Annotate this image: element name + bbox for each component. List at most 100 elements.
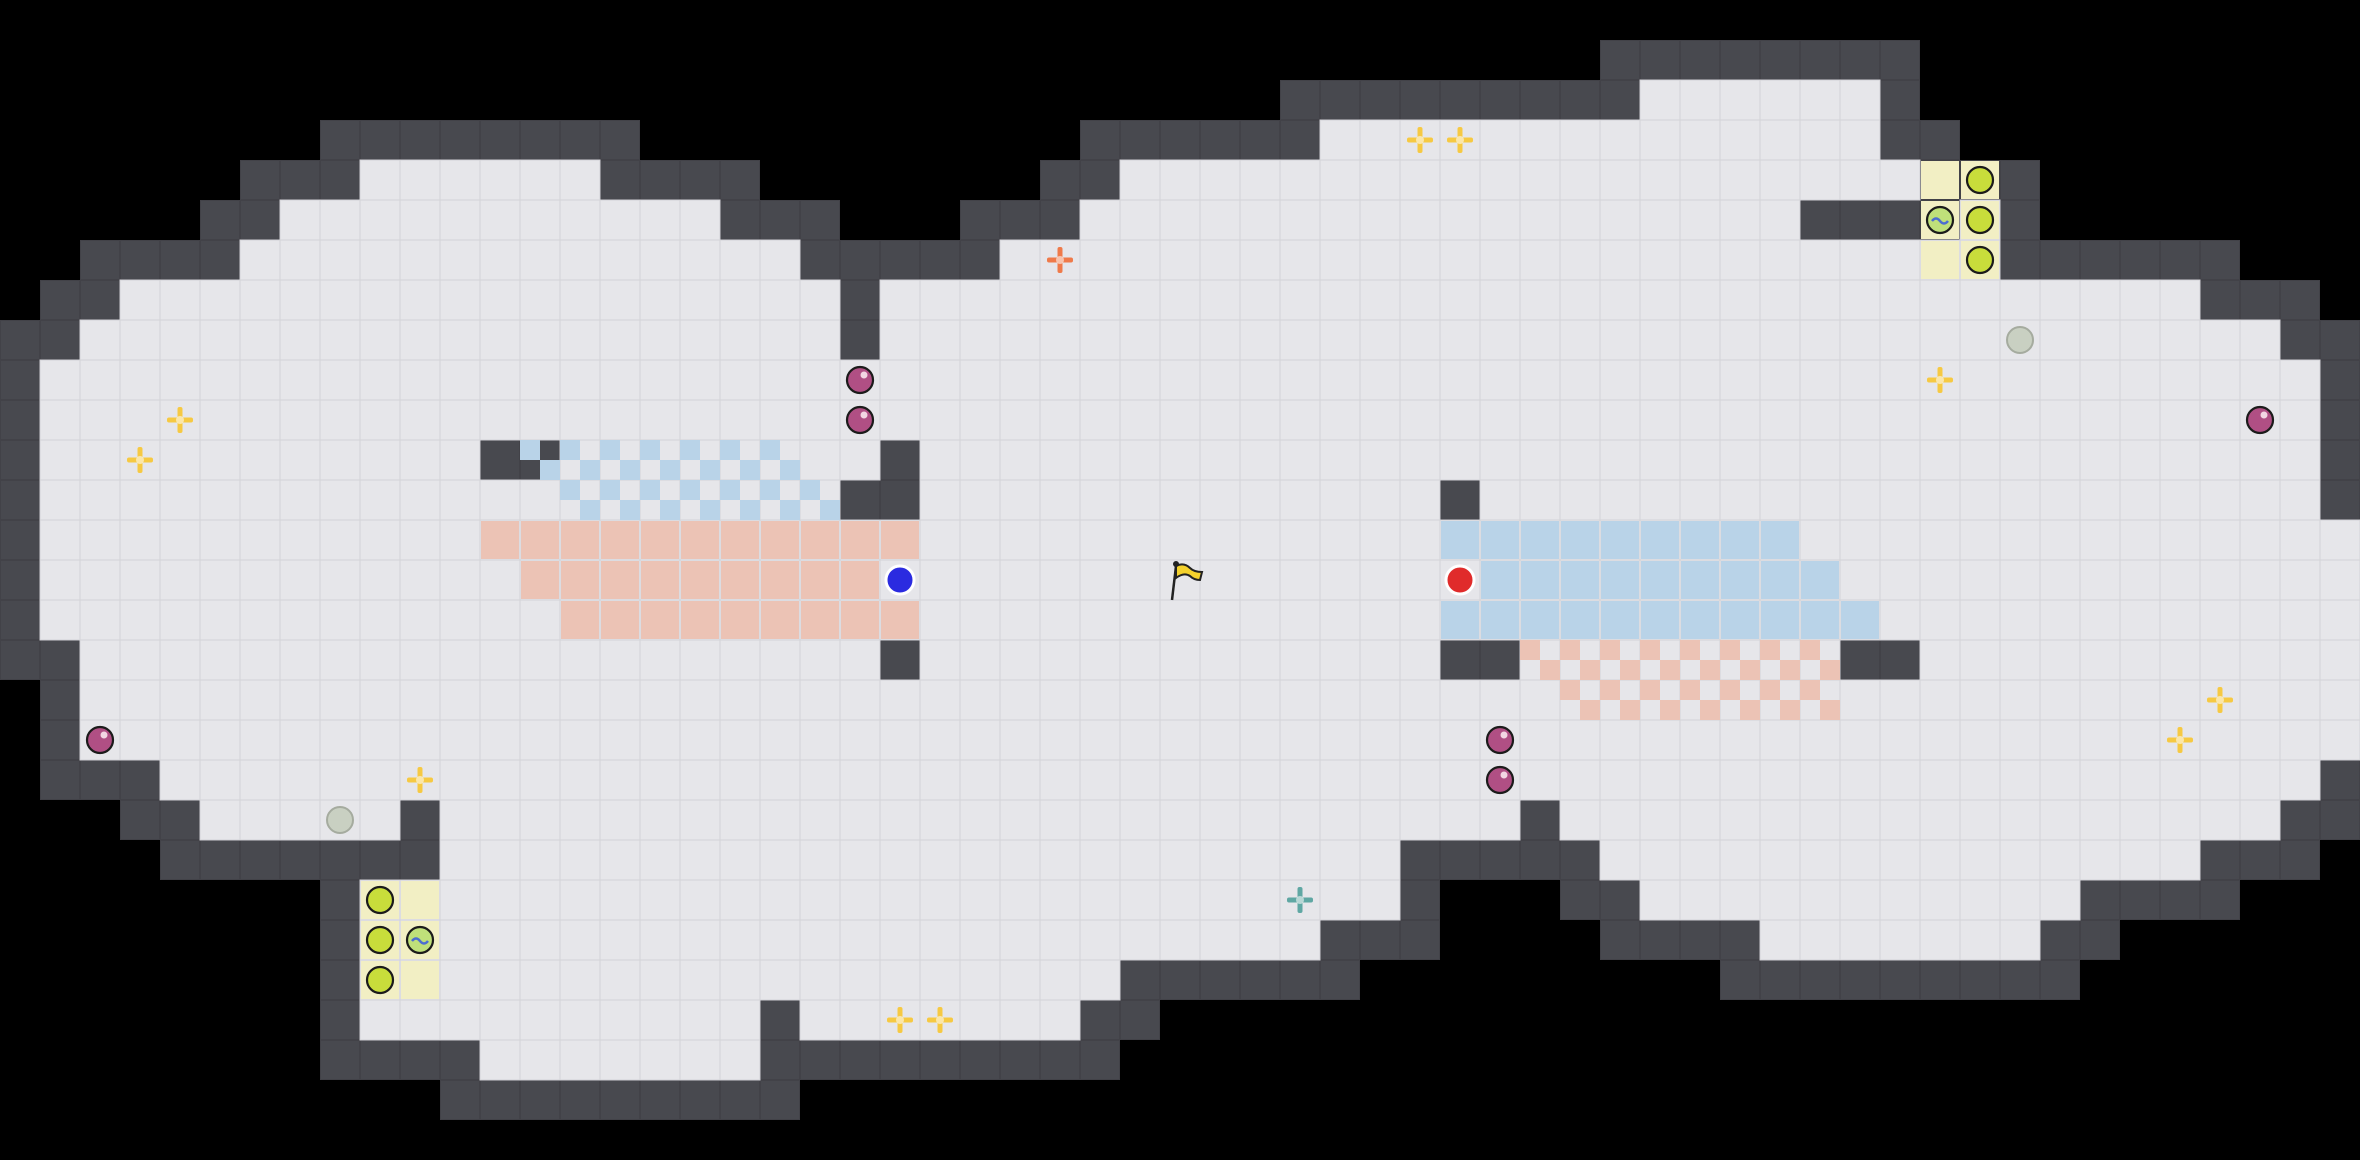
blue-base-tile[interactable] <box>401 881 439 919</box>
floor-tile[interactable] <box>119 559 161 601</box>
blue-base-orb-icon[interactable] <box>365 925 395 955</box>
floor-tile[interactable] <box>1679 799 1721 841</box>
floor-tile[interactable] <box>1759 199 1801 241</box>
floor-tile[interactable] <box>1959 679 2001 721</box>
red-territory-tile[interactable] <box>1681 561 1719 599</box>
floor-tile[interactable] <box>1639 399 1681 441</box>
floor-tile[interactable] <box>999 679 1041 721</box>
floor-tile[interactable] <box>639 919 681 961</box>
red-territory-tile[interactable] <box>1841 601 1879 639</box>
floor-tile[interactable] <box>2159 279 2201 321</box>
floor-tile[interactable] <box>2039 679 2081 721</box>
floor-tile[interactable] <box>799 439 841 481</box>
floor-tile[interactable] <box>639 399 681 441</box>
floor-tile[interactable] <box>679 999 721 1041</box>
floor-tile[interactable] <box>599 879 641 921</box>
floor-tile[interactable] <box>1159 319 1201 361</box>
floor-tile[interactable] <box>1599 159 1641 201</box>
floor-tile[interactable] <box>1079 199 1121 241</box>
floor-tile[interactable] <box>1879 479 1921 521</box>
floor-tile[interactable] <box>1079 799 1121 841</box>
floor-tile[interactable] <box>2319 559 2360 601</box>
floor-tile[interactable] <box>239 759 281 801</box>
red-territory-tile[interactable] <box>1801 601 1839 639</box>
floor-tile[interactable] <box>359 279 401 321</box>
floor-tile[interactable] <box>1199 599 1241 641</box>
floor-tile[interactable] <box>2239 639 2281 681</box>
floor-tile[interactable] <box>1119 279 1161 321</box>
floor-tile[interactable] <box>1119 519 1161 561</box>
floor-tile[interactable] <box>159 679 201 721</box>
floor-tile[interactable] <box>359 479 401 521</box>
floor-tile[interactable] <box>79 679 121 721</box>
floor-tile[interactable] <box>2119 399 2161 441</box>
floor-tile[interactable] <box>1199 879 1241 921</box>
floor-tile[interactable] <box>2159 439 2201 481</box>
floor-tile[interactable] <box>839 439 881 481</box>
floor-tile[interactable] <box>1399 759 1441 801</box>
red-territory-tile[interactable] <box>1641 601 1679 639</box>
floor-tile[interactable] <box>999 839 1041 881</box>
floor-tile[interactable] <box>1319 119 1361 161</box>
floor-tile[interactable] <box>1079 679 1121 721</box>
floor-tile[interactable] <box>1919 879 1961 921</box>
floor-tile[interactable] <box>559 919 601 961</box>
floor-tile[interactable] <box>919 719 961 761</box>
grey-orb-icon[interactable] <box>2006 326 2034 354</box>
floor-tile[interactable] <box>1439 359 1481 401</box>
floor-tile[interactable] <box>1999 479 2041 521</box>
floor-tile[interactable] <box>1319 599 1361 641</box>
floor-tile[interactable] <box>2239 519 2281 561</box>
floor-tile[interactable] <box>1639 479 1681 521</box>
floor-tile[interactable] <box>799 679 841 721</box>
floor-tile[interactable] <box>679 839 721 881</box>
floor-tile[interactable] <box>1879 919 1921 961</box>
floor-tile[interactable] <box>1919 679 1961 721</box>
floor-tile[interactable] <box>959 759 1001 801</box>
floor-tile[interactable] <box>1079 719 1121 761</box>
floor-tile[interactable] <box>1319 799 1361 841</box>
floor-tile[interactable] <box>159 519 201 561</box>
floor-tile[interactable] <box>919 479 961 521</box>
floor-tile[interactable] <box>1359 679 1401 721</box>
red-territory-tile[interactable] <box>1641 561 1679 599</box>
floor-tile[interactable] <box>1559 319 1601 361</box>
floor-tile[interactable] <box>479 599 521 641</box>
floor-tile[interactable] <box>999 599 1041 641</box>
floor-tile[interactable] <box>719 759 761 801</box>
floor-tile[interactable] <box>279 759 321 801</box>
floor-tile[interactable] <box>1679 279 1721 321</box>
blue-territory-tile[interactable] <box>761 521 799 559</box>
floor-tile[interactable] <box>1919 519 1961 561</box>
blue-territory-tile[interactable] <box>721 521 759 559</box>
floor-tile[interactable] <box>1799 479 1841 521</box>
floor-tile[interactable] <box>1319 519 1361 561</box>
floor-tile[interactable] <box>2079 639 2121 681</box>
floor-tile[interactable] <box>999 719 1041 761</box>
floor-tile[interactable] <box>839 919 881 961</box>
floor-tile[interactable] <box>279 439 321 481</box>
floor-tile[interactable] <box>559 839 601 881</box>
floor-tile[interactable] <box>1879 519 1921 561</box>
floor-tile[interactable] <box>399 199 441 241</box>
floor-tile[interactable] <box>959 519 1001 561</box>
floor-tile[interactable] <box>759 759 801 801</box>
floor-tile[interactable] <box>1839 559 1881 601</box>
yellow-cross-pickup-icon[interactable] <box>1927 367 1953 393</box>
floor-tile[interactable] <box>2319 639 2360 681</box>
floor-tile[interactable] <box>999 279 1041 321</box>
floor-tile[interactable] <box>1159 399 1201 441</box>
floor-tile[interactable] <box>799 359 841 401</box>
floor-tile[interactable] <box>599 239 641 281</box>
floor-tile[interactable] <box>1839 319 1881 361</box>
floor-tile[interactable] <box>1759 879 1801 921</box>
floor-tile[interactable] <box>959 639 1001 681</box>
floor-tile[interactable] <box>2159 359 2201 401</box>
floor-tile[interactable] <box>1159 599 1201 641</box>
floor-tile[interactable] <box>1079 559 1121 601</box>
floor-tile[interactable] <box>599 719 641 761</box>
floor-tile[interactable] <box>599 839 641 881</box>
floor-tile[interactable] <box>1319 719 1361 761</box>
floor-tile[interactable] <box>1839 79 1881 121</box>
floor-tile[interactable] <box>1999 879 2041 921</box>
